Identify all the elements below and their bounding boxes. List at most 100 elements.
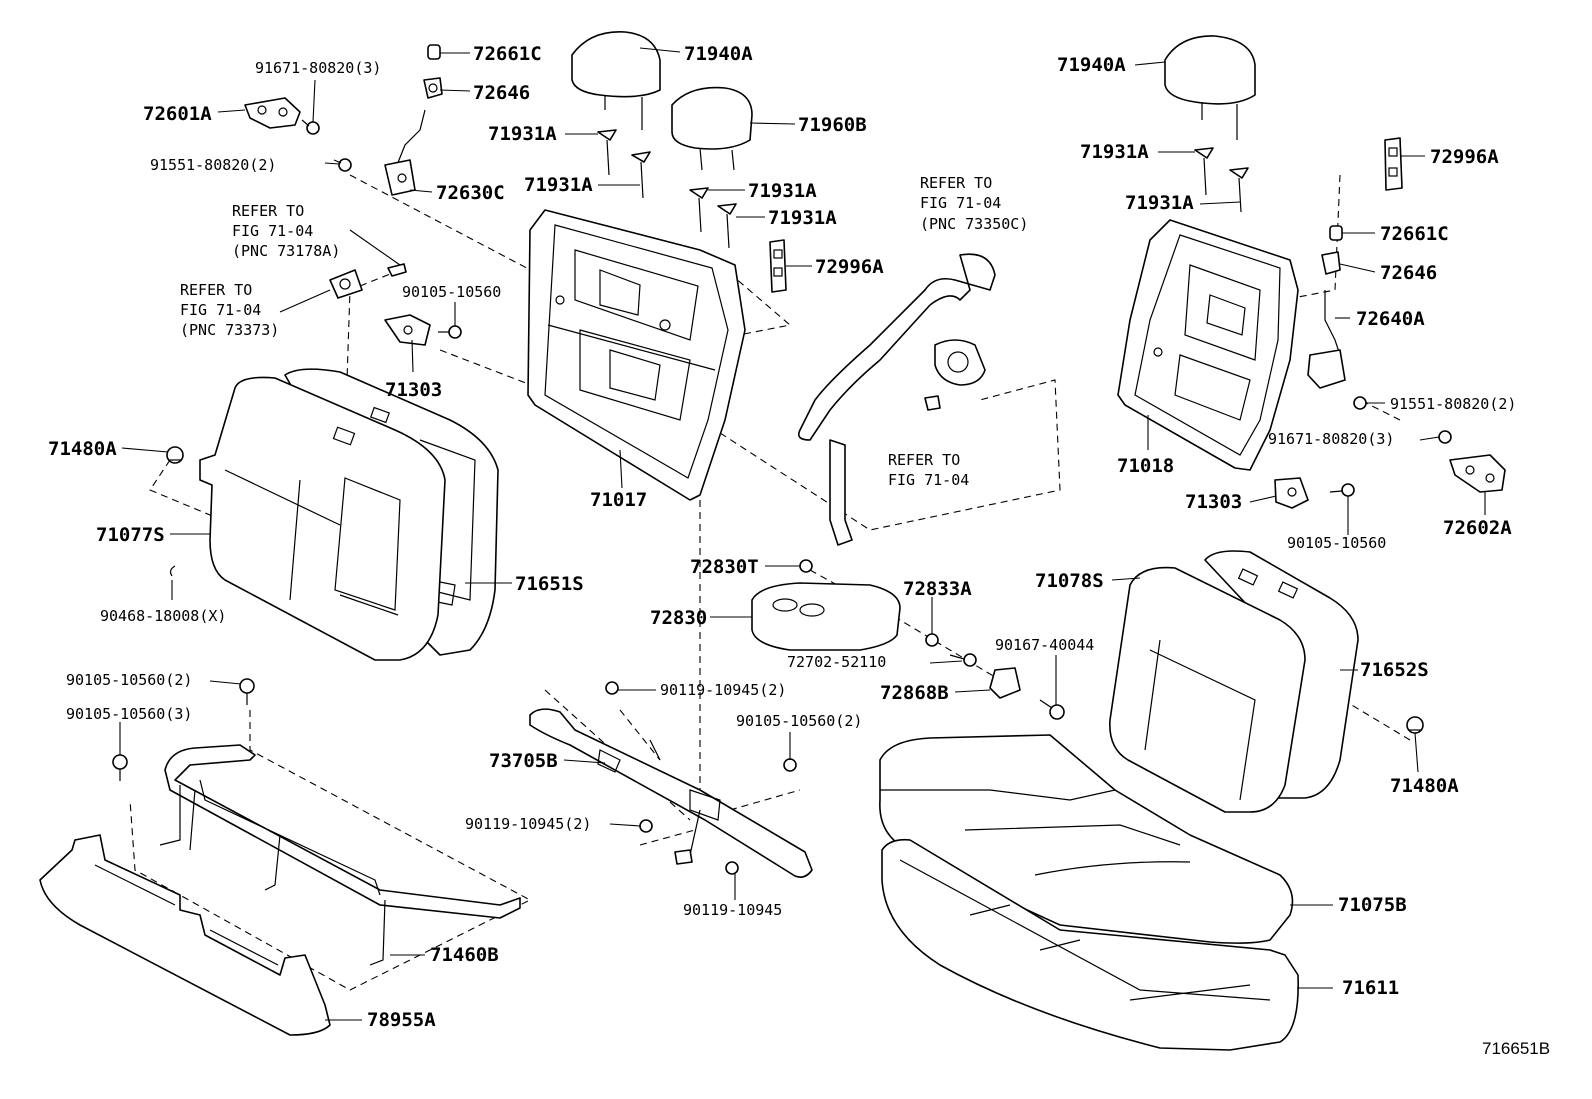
guide-71931A-group-a	[597, 129, 737, 249]
seat-belt-ref-73350C	[797, 253, 996, 546]
label-90105-10560-b: 90105-10560	[1287, 534, 1386, 552]
nut-72833A	[925, 633, 939, 647]
bolt-91671-80820-b	[1438, 430, 1452, 444]
bolt-90105-10560-a	[438, 325, 462, 339]
label-91551-80820-2-b: 91551-80820(2)	[1390, 395, 1516, 413]
label-73705B: 73705B	[489, 750, 558, 772]
label-72868B: 72868B	[880, 682, 949, 704]
headrest-71940A-b	[1164, 35, 1256, 140]
leader-lines	[119, 47, 1486, 1021]
label-71075B: 71075B	[1338, 894, 1407, 916]
svg-text:REFER TO: REFER TO	[180, 281, 252, 299]
label-71931A-c: 71931A	[748, 180, 817, 202]
label-72661C-b: 72661C	[1380, 223, 1449, 245]
label-90105-10560-3: 90105-10560(3)	[66, 705, 192, 723]
cushion-cover-71075B	[879, 734, 1294, 944]
label-91671-80820-3-a: 91671-80820(3)	[255, 59, 381, 77]
label-72646-b: 72646	[1380, 262, 1437, 284]
svg-text:REFER TO: REFER TO	[232, 202, 304, 220]
label-90119-10945-2-a: 90119-10945(2)	[660, 681, 786, 699]
cushion-pad-71611	[881, 838, 1299, 1051]
label-71960B: 71960B	[798, 114, 867, 136]
lock-72996A-a	[769, 239, 787, 293]
hinge-bracket-72601A	[244, 97, 301, 129]
label-71931A-e: 71931A	[1080, 141, 1149, 163]
seatback-frame-71017	[527, 209, 746, 501]
clip-71480A-b	[1406, 716, 1424, 734]
reference-note-71-04: REFER TO FIG 71-04	[888, 451, 969, 489]
bolt-90167-40044	[1039, 699, 1065, 720]
bolt-72702-52110	[949, 653, 977, 667]
bolt-90105-10560-2-a	[783, 758, 797, 772]
bolt-90119-10945-b	[639, 819, 653, 833]
hinge-71303-b	[1274, 477, 1309, 509]
seatback-cover-71078S	[1109, 566, 1306, 813]
label-71931A-a: 71931A	[488, 123, 557, 145]
label-90119-10945: 90119-10945	[683, 901, 782, 919]
bolt-90105-10560-3	[112, 754, 128, 781]
label-72646-a: 72646	[473, 82, 530, 104]
label-72996A-b: 72996A	[1430, 146, 1499, 168]
label-71651S: 71651S	[515, 573, 584, 595]
seat-adjuster-73705B	[529, 708, 813, 878]
knob-72646-b	[1321, 251, 1341, 275]
bolt-90119-10945-a	[605, 681, 619, 695]
label-71077S: 71077S	[96, 524, 165, 546]
label-71652S: 71652S	[1360, 659, 1429, 681]
bracket-72868B	[989, 667, 1021, 699]
svg-text:FIG 71-04: FIG 71-04	[888, 471, 969, 489]
label-71931A-b: 71931A	[524, 174, 593, 196]
label-71940A-a: 71940A	[684, 43, 753, 65]
bolt-91551-80820-b	[1353, 396, 1367, 410]
hinge-71303-a	[384, 314, 431, 346]
label-72630C: 72630C	[436, 182, 505, 204]
svg-text:FIG 71-04: FIG 71-04	[180, 301, 261, 319]
bracket-ref-73373	[329, 269, 363, 299]
label-71480A-b: 71480A	[1390, 775, 1459, 797]
label-90468-18008-X: 90468-18008(X)	[100, 607, 226, 625]
seat-frame-71460B	[159, 744, 521, 966]
reference-note-73373: REFER TO FIG 71-04 (PNC 73373)	[180, 281, 279, 339]
svg-text:REFER TO: REFER TO	[920, 174, 992, 192]
label-71018: 71018	[1117, 455, 1174, 477]
label-90105-10560-2-b: 90105-10560(2)	[736, 712, 862, 730]
label-90119-10945-2-b: 90119-10945(2)	[465, 815, 591, 833]
bolt-90105-10560-2-b	[239, 678, 255, 705]
svg-text:FIG 71-04: FIG 71-04	[232, 222, 313, 240]
svg-text:(PNC 73178A): (PNC 73178A)	[232, 242, 340, 260]
svg-text:REFER TO: REFER TO	[888, 451, 960, 469]
label-71940A-b: 71940A	[1057, 54, 1126, 76]
bolt-91551-80820-a	[333, 158, 352, 172]
svg-text:(PNC 73350C): (PNC 73350C)	[920, 215, 1028, 233]
label-90167-40044: 90167-40044	[995, 636, 1094, 654]
label-71017: 71017	[590, 489, 647, 511]
armrest-72830	[751, 582, 901, 651]
label-72601A: 72601A	[143, 103, 212, 125]
label-72996A-a: 72996A	[815, 256, 884, 278]
seat-bottom-cover-78955A	[39, 834, 331, 1036]
label-71611: 71611	[1342, 977, 1399, 999]
label-72830T: 72830T	[690, 556, 759, 578]
label-72833A: 72833A	[903, 578, 972, 600]
label-71460B: 71460B	[430, 944, 499, 966]
cap-72661C-b	[1329, 225, 1343, 241]
headrest-71960B	[671, 86, 753, 171]
svg-text:FIG 71-04: FIG 71-04	[920, 194, 1001, 212]
seatback-cover-71077S	[199, 376, 446, 661]
label-71303-a: 71303	[385, 379, 442, 401]
headrest-71940A-a	[571, 31, 661, 130]
label-72640A: 72640A	[1356, 308, 1425, 330]
cable-lock-72640A	[1307, 290, 1346, 389]
reference-note-73350C: REFER TO FIG 71-04 (PNC 73350C)	[920, 174, 1028, 233]
label-72602A: 72602A	[1443, 517, 1512, 539]
cable-lock-72630C	[384, 109, 426, 196]
clip-71480A-a	[166, 446, 184, 464]
label-78955A: 78955A	[367, 1009, 436, 1031]
label-71931A-f: 71931A	[1125, 192, 1194, 214]
clip-90468-18008	[169, 565, 176, 577]
clip-ref-73178A	[387, 263, 407, 277]
label-71480A-a: 71480A	[48, 438, 117, 460]
svg-text:(PNC 73373): (PNC 73373)	[180, 321, 279, 339]
label-71931A-d: 71931A	[768, 207, 837, 229]
